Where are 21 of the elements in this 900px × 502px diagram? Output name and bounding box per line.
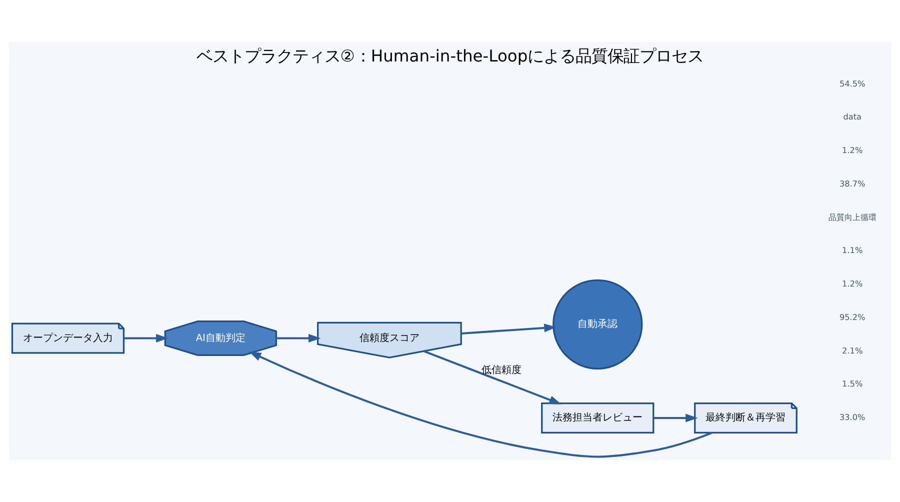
label: data: [843, 112, 862, 122]
arrow: [461, 324, 556, 334]
node-circle: 自動承認: [552, 279, 643, 370]
arrow: [276, 334, 321, 343]
label: 95.2%: [839, 312, 866, 322]
label: 33.0%: [839, 412, 866, 422]
node-box: 法務担当者レビュー: [541, 402, 654, 434]
diagram-title: ベストプラクティス②：Human-in-the-Loopによる品質保証プロセス: [196, 46, 704, 66]
arrow: [424, 350, 562, 404]
label: 2.1%: [842, 345, 863, 356]
label: 1.2%: [842, 278, 863, 289]
arrow: [248, 352, 713, 458]
arrow: [124, 334, 168, 343]
edge-label: 低信頼度: [482, 364, 522, 376]
label: 1.1%: [842, 245, 863, 256]
label: 品質向上循環: [828, 212, 876, 222]
label: 1.2%: [842, 145, 863, 156]
label: 38.7%: [839, 178, 866, 188]
arrow: [653, 414, 698, 422]
label: 1.5%: [842, 378, 863, 389]
label: 54.5%: [839, 78, 866, 88]
